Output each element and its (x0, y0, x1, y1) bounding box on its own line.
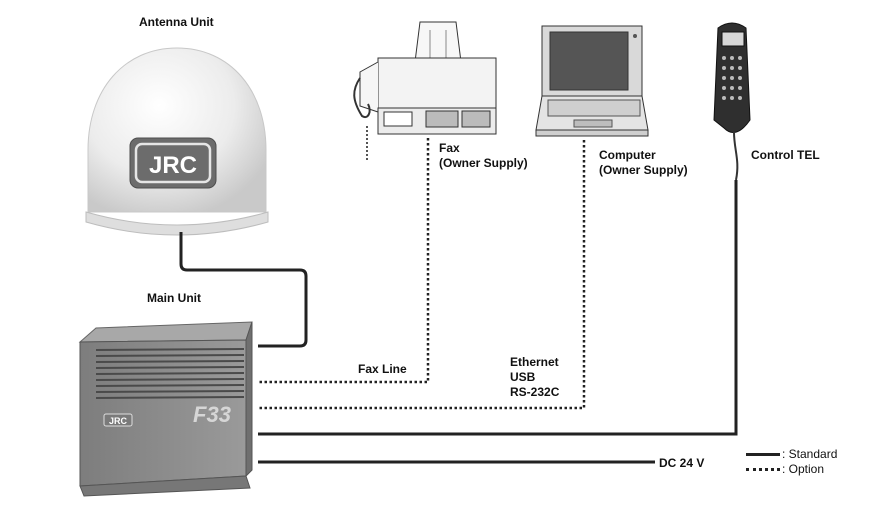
legend-option: : Option (746, 462, 837, 477)
main-unit: JRC F33 (78, 321, 253, 497)
antenna-cable (179, 232, 308, 348)
fax-label-line2: (Owner Supply) (439, 156, 528, 170)
computer-label-line2: (Owner Supply) (599, 163, 688, 177)
main-unit-label: Main Unit (147, 291, 201, 305)
legend-option-swatch (746, 468, 780, 471)
legend-standard-label: : Standard (782, 447, 838, 461)
main-unit-model: F33 (193, 402, 231, 427)
computer-label: Computer (Owner Supply) (599, 148, 688, 178)
computer-label-line1: Computer (599, 148, 656, 162)
legend-standard: : Standard (746, 447, 837, 462)
antenna-logo: JRC (149, 152, 197, 179)
usb-label: USB (510, 370, 536, 384)
ethernet-usb-label: Ethernet USB RS-232C (510, 355, 559, 400)
fax-line-cable (258, 138, 430, 384)
antenna-unit-label: Antenna Unit (139, 15, 214, 29)
fax-line-label: Fax Line (358, 362, 407, 376)
fax-label: Fax (Owner Supply) (439, 141, 528, 171)
computer-line-cable (258, 140, 586, 410)
main-unit-logo: JRC (109, 416, 128, 426)
fax-label-line1: Fax (439, 141, 460, 155)
legend: : Standard : Option (746, 447, 837, 477)
dc24v-label: DC 24 V (659, 456, 705, 470)
antenna-unit: JRC (85, 47, 269, 236)
control-tel-cable (258, 180, 738, 436)
control-tel-label: Control TEL (751, 148, 820, 162)
legend-option-label: : Option (782, 462, 825, 476)
fax-machine (353, 21, 497, 160)
legend-standard-swatch (746, 453, 780, 456)
control-tel-handset (713, 22, 751, 181)
laptop-computer (535, 25, 649, 137)
rs232c-label: RS-232C (510, 385, 560, 399)
ethernet-label: Ethernet (510, 355, 559, 369)
